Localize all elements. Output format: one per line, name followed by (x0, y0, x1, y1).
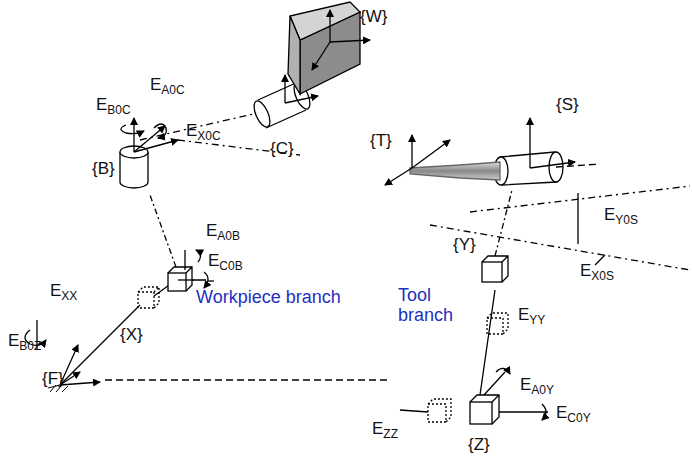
error-symbol: EC0B (208, 252, 243, 273)
error-symbol: EB0Z (8, 332, 41, 353)
frame-label: {Z} (468, 436, 490, 455)
frame-label: {Y} (453, 236, 476, 255)
error-symbol: EB0C (96, 96, 131, 117)
frame-label: {T} (370, 132, 392, 151)
frame-label: {X} (120, 326, 143, 345)
error-symbol: EXX (50, 282, 77, 303)
error-symbol: EA0B (206, 222, 240, 243)
error-symbol: EY0S (604, 206, 638, 227)
error-symbol: EA0Y (520, 376, 554, 397)
frame-label: {F} (42, 370, 64, 389)
error-symbol: EX0C (186, 122, 221, 143)
error-symbol: EZZ (372, 420, 398, 441)
branch-label: Tool branch (398, 286, 458, 326)
branch-label: Workpiece branch (196, 288, 341, 308)
frame-label: {S} (556, 96, 579, 115)
frame-label: {B} (92, 160, 115, 179)
frame-label: {W} (360, 8, 387, 27)
error-symbol: EC0Y (556, 404, 591, 425)
frame-label: {C} (270, 140, 294, 159)
error-symbol: EA0C (150, 76, 185, 97)
error-symbol: EX0S (580, 262, 614, 283)
error-symbol: EYY (518, 306, 545, 327)
